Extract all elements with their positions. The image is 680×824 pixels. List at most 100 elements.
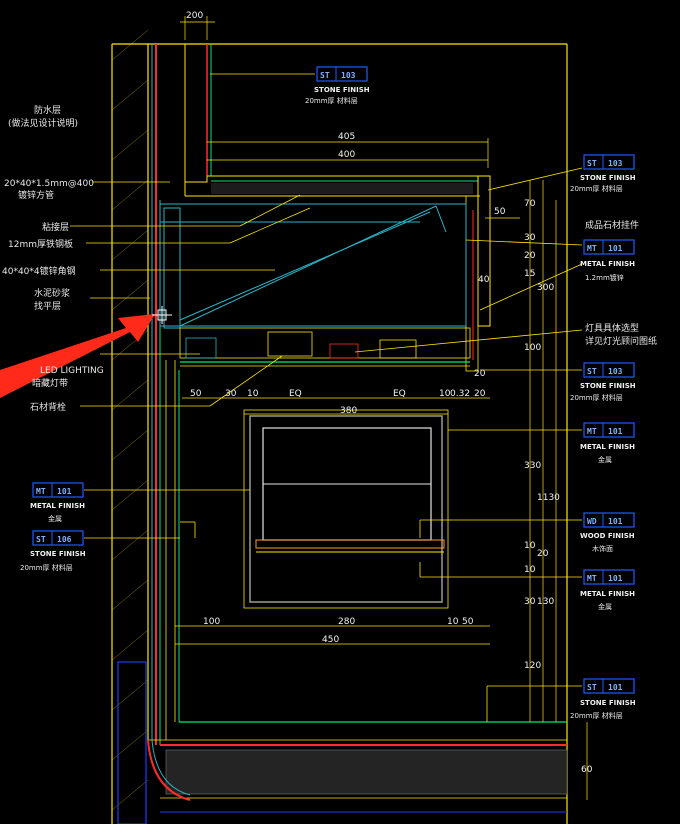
dim-text: 130 xyxy=(537,597,554,607)
material-tag: ST 106 STONE FINISH 20mm厚 材料层 xyxy=(20,530,86,572)
dim-text: 10 xyxy=(524,565,536,575)
dim-text: 40 xyxy=(478,275,490,285)
callout-waterproof: 防水层 xyxy=(34,104,61,116)
floor xyxy=(117,661,568,824)
dim-text: 0.32 xyxy=(450,389,470,399)
material-tag: MT 101 METAL FINISH 金属 xyxy=(580,569,635,611)
cabinet xyxy=(243,409,449,609)
dim-text: 10 xyxy=(524,541,536,551)
dim-text: 400 xyxy=(338,150,355,160)
tag-title: STONE FINISH xyxy=(580,174,636,182)
callout-waterproof-note: (做法见设计说明) xyxy=(8,117,78,129)
dim-text: 10 xyxy=(439,389,451,399)
tag-num: 103 xyxy=(608,367,623,376)
dim-text: 300 xyxy=(537,283,554,293)
dim-text: 1130 xyxy=(537,493,560,503)
tag-sub: 木饰面 xyxy=(592,544,613,553)
dim-text: 120 xyxy=(524,661,541,671)
tag-num: 101 xyxy=(608,683,623,692)
outer-wall xyxy=(111,43,568,824)
cursor-icon xyxy=(152,306,172,324)
callout-steel-plate: 12mm厚铁钢板 xyxy=(8,238,73,250)
callout-stone-hanger: 成品石材挂件 xyxy=(585,219,639,231)
tag-sub: 金属 xyxy=(598,455,612,464)
material-tag: ST 101 STONE FINISH 20mm厚 材料层 xyxy=(570,678,636,720)
material-tag: ST 103 STONE FINISH 20mm厚 材料层 xyxy=(570,362,636,402)
material-tag: MT 101 METAL FINISH 1.2mm镀锌 xyxy=(580,239,635,282)
tag-num: 106 xyxy=(57,535,72,544)
dim-text: 30 xyxy=(524,597,536,607)
dim-text: 450 xyxy=(322,635,339,645)
tag-code: MT xyxy=(587,427,597,436)
tag-title: METAL FINISH xyxy=(580,260,635,268)
tag-title: STONE FINISH xyxy=(30,550,86,558)
tag-sub: 20mm厚 材料层 xyxy=(570,184,623,193)
material-tag: ST 103 STONE FINISH 20mm厚 材料层 xyxy=(305,66,370,105)
dim-text: 70 xyxy=(524,199,536,209)
dim-text: 100 xyxy=(203,617,220,627)
dim-text: 330 xyxy=(524,461,541,471)
dim-text: 280 xyxy=(338,617,355,627)
dim-text: 30 xyxy=(524,233,536,243)
tag-title: WOOD FINISH xyxy=(580,532,635,540)
dim-text: 30 xyxy=(225,389,237,399)
dim-text: 10 xyxy=(447,617,459,627)
callout-steel-tube: 20*40*1.5mm@400 xyxy=(4,179,94,189)
tag-code: ST xyxy=(587,683,597,692)
tag-num: 103 xyxy=(608,159,623,168)
tag-code: MT xyxy=(36,487,46,496)
callout-led-cn: 暗藏灯带 xyxy=(32,377,68,389)
dim-text: 380 xyxy=(340,406,357,416)
callout-lamp-ref: 详见灯光顾问图纸 xyxy=(585,335,657,347)
callout-angle-steel: 40*40*4镀锌角钢 xyxy=(2,265,76,277)
tag-sub: 20mm厚 材料层 xyxy=(570,393,623,402)
red-arrow xyxy=(0,314,155,398)
tag-title: STONE FINISH xyxy=(314,86,370,94)
tag-sub: 20mm厚 材料层 xyxy=(305,96,358,105)
tag-num: 101 xyxy=(608,244,623,253)
callout-mortar: 水泥砂浆 xyxy=(34,287,70,299)
dim-text: 20 xyxy=(474,389,486,399)
lighting-channel xyxy=(179,327,471,367)
tag-num: 101 xyxy=(57,487,72,496)
tag-num: 101 xyxy=(608,427,623,436)
callout-leveling: 找平层 xyxy=(34,300,61,312)
tag-title: METAL FINISH xyxy=(580,443,635,451)
tag-sub: 1.2mm镀锌 xyxy=(585,273,624,282)
wall-hatch-left xyxy=(111,29,149,811)
material-tag: ST 103 STONE FINISH 20mm厚 材料层 xyxy=(570,154,636,193)
dim-text: 100 xyxy=(524,343,541,353)
callout-stone-anchor: 石材背栓 xyxy=(30,401,66,413)
stone-hatch-top xyxy=(211,183,473,194)
dim-text: EQ xyxy=(393,389,406,399)
dim-text: 60 xyxy=(581,765,593,775)
tag-title: METAL FINISH xyxy=(580,590,635,598)
dim-text: 200 xyxy=(186,11,203,21)
material-tag: MT 101 METAL FINISH 金属 xyxy=(580,422,635,464)
tag-title: STONE FINISH xyxy=(580,699,636,707)
dim-text: 20 xyxy=(474,369,486,379)
dim-text: 50 xyxy=(462,617,474,627)
tag-num: 101 xyxy=(608,574,623,583)
left-layers xyxy=(151,44,180,745)
dim-text: 20 xyxy=(524,251,536,261)
callout-lamp-type: 灯具具体选型 xyxy=(585,322,639,334)
tag-title: STONE FINISH xyxy=(580,382,636,390)
callout-bond-layer: 粘接层 xyxy=(42,221,69,233)
tag-code: ST xyxy=(587,367,597,376)
tag-code: ST xyxy=(320,71,330,80)
tag-code: ST xyxy=(587,159,597,168)
tag-sub: 金属 xyxy=(598,602,612,611)
dim-text: 20 xyxy=(537,549,549,559)
tag-sub: 20mm厚 材料层 xyxy=(570,711,623,720)
material-tag: WD 101 WOOD FINISH 木饰面 xyxy=(580,512,635,553)
tag-code: MT xyxy=(587,574,597,583)
dim-text: 50 xyxy=(494,207,506,217)
leader-lines xyxy=(70,73,583,722)
dim-text: EQ xyxy=(289,389,302,399)
dim-text: 10 xyxy=(247,389,259,399)
material-tag: MT 101 METAL FINISH 金属 xyxy=(30,482,85,523)
tag-code: WD xyxy=(587,517,597,526)
dim-text: 15 xyxy=(524,269,535,279)
